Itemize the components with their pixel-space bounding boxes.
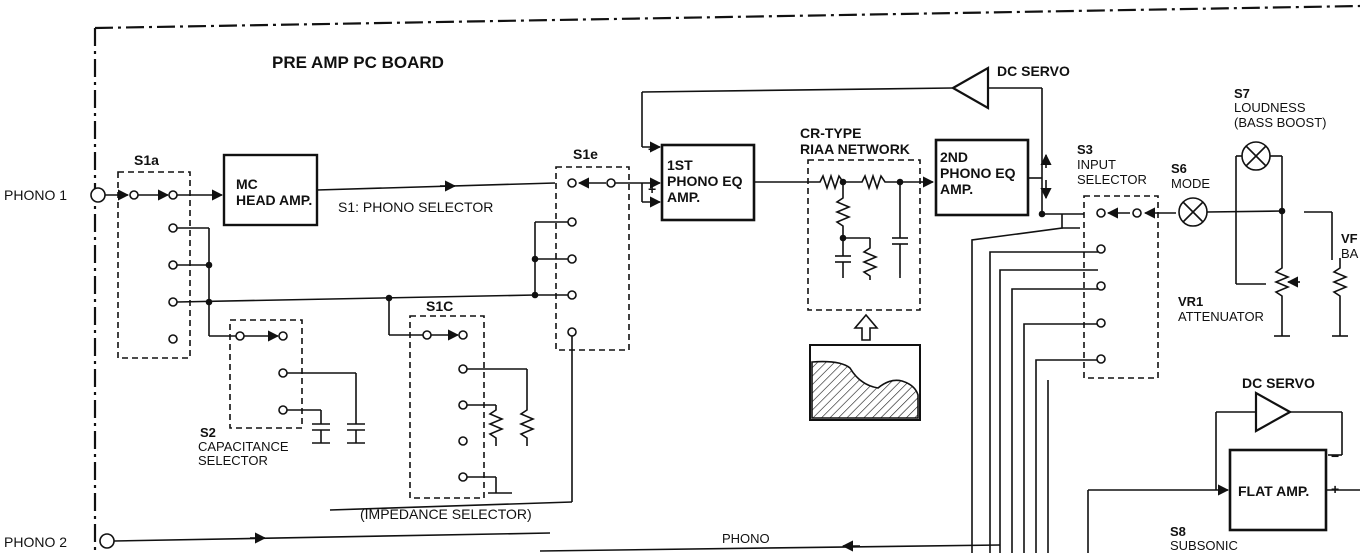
vr-partial-label: VF BA bbox=[1341, 231, 1360, 261]
vr-partial-line1: VF bbox=[1341, 231, 1358, 246]
vr1-attenuator bbox=[1273, 260, 1300, 337]
eq1-plus: + bbox=[648, 181, 656, 197]
mc-label: MC bbox=[236, 176, 258, 192]
s2-id: S2 bbox=[200, 425, 216, 440]
riaa-response-chart bbox=[809, 344, 921, 421]
phono1-jack bbox=[90, 187, 130, 203]
riaa-line1: CR-TYPE bbox=[800, 125, 861, 141]
flat-amp-plus: + bbox=[1331, 481, 1339, 497]
phono2-label: PHONO 2 bbox=[4, 534, 67, 550]
mc-head-amp-label: MC HEAD AMP. bbox=[236, 176, 312, 208]
s7-id: S7 bbox=[1234, 86, 1250, 101]
dc-servo-bottom bbox=[1215, 391, 1343, 490]
flat-amp-label: FLAT AMP. bbox=[1238, 483, 1309, 499]
s6-line1: MODE bbox=[1171, 176, 1210, 191]
board-title: PRE AMP PC BOARD bbox=[272, 53, 444, 72]
s6-id: S6 bbox=[1171, 161, 1187, 176]
eq1-line3: AMP. bbox=[667, 189, 700, 205]
vr1-label: VR1 ATTENUATOR bbox=[1178, 294, 1264, 324]
eq2-line2: PHONO EQ bbox=[940, 165, 1016, 181]
s7-label: S7 LOUDNESS (BASS BOOST) bbox=[1234, 86, 1326, 130]
s2-switch bbox=[208, 302, 365, 444]
up-arrow-icon bbox=[853, 313, 879, 341]
phono-eq2-label: 2ND PHONO EQ AMP. bbox=[940, 149, 1019, 197]
s1e-switch bbox=[329, 166, 630, 511]
s3-line1: INPUT bbox=[1077, 157, 1116, 172]
s6-mode-lamp bbox=[1178, 197, 1208, 227]
s1a-label: S1a bbox=[134, 152, 159, 168]
s7-loudness-lamp bbox=[1235, 141, 1283, 285]
phono-selector-label: S1: PHONO SELECTOR bbox=[338, 199, 493, 215]
s3-label: S3 INPUT SELECTOR bbox=[1077, 142, 1147, 187]
dc-servo-top-label: DC SERVO bbox=[997, 63, 1070, 79]
eq1-minus: − bbox=[648, 141, 656, 157]
s8-line1: SUBSONIC bbox=[1170, 538, 1238, 553]
s8-id: S8 bbox=[1170, 524, 1186, 539]
board-boundary bbox=[93, 4, 1360, 553]
flat-amp-minus: − bbox=[1331, 448, 1339, 464]
bus-lines bbox=[971, 214, 1098, 553]
eq2-line3: AMP. bbox=[940, 181, 973, 197]
phono-bottom-label: PHONO bbox=[722, 531, 770, 546]
vr-partial bbox=[1304, 211, 1349, 337]
vr-partial-line2: BA bbox=[1341, 246, 1359, 261]
s1c-switch bbox=[388, 298, 536, 499]
s7-line2: (BASS BOOST) bbox=[1234, 115, 1326, 130]
phono1-label: PHONO 1 bbox=[4, 187, 67, 203]
riaa-line2: RIAA NETWORK bbox=[800, 141, 910, 157]
s3-switch bbox=[1083, 195, 1159, 379]
s1c-label: S1C bbox=[426, 298, 453, 314]
s2-label: S2 CAPACITANCE SELECTOR bbox=[198, 425, 292, 468]
phono-eq1-label: 1ST PHONO EQ AMP. bbox=[667, 157, 746, 205]
s6-label: S6 MODE bbox=[1171, 161, 1210, 191]
s3-line2: SELECTOR bbox=[1077, 172, 1147, 187]
s3-id: S3 bbox=[1077, 142, 1093, 157]
s2-line1: CAPACITANCE bbox=[198, 439, 289, 454]
eq1-line1: 1ST bbox=[667, 157, 693, 173]
s8-label: S8 SUBSONIC bbox=[1170, 524, 1238, 553]
riaa-network bbox=[807, 159, 921, 311]
s1a-switch bbox=[117, 171, 213, 359]
riaa-label: CR-TYPE RIAA NETWORK bbox=[800, 125, 910, 157]
vr1-line1: ATTENUATOR bbox=[1178, 309, 1264, 324]
s1e-label: S1e bbox=[573, 146, 598, 162]
eq1-line2: PHONO EQ bbox=[667, 173, 743, 189]
dc-servo-bottom-label: DC SERVO bbox=[1242, 375, 1315, 391]
eq2-line1: 2ND bbox=[940, 149, 968, 165]
s2-line2: SELECTOR bbox=[198, 453, 268, 468]
impedance-selector-label: (IMPEDANCE SELECTOR) bbox=[360, 506, 532, 522]
head-amp-label: HEAD AMP. bbox=[236, 192, 312, 208]
phono2-jack bbox=[99, 532, 551, 549]
s7-line1: LOUDNESS bbox=[1234, 100, 1306, 115]
vr1-id: VR1 bbox=[1178, 294, 1203, 309]
